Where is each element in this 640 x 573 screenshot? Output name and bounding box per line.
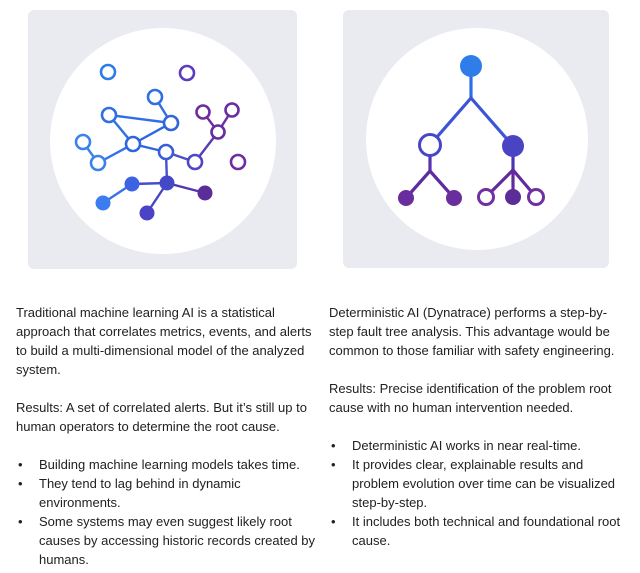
deterministic-ai-description: Deterministic AI (Dynatrace) performs a … <box>329 305 615 358</box>
bullet-item: Deterministic AI works in near real-time… <box>329 436 627 455</box>
deterministic-ai-text-column: Deterministic AI (Dynatrace) performs a … <box>329 303 627 550</box>
fault-tree-icon <box>366 28 588 250</box>
network-graph-icon <box>50 28 276 254</box>
deterministic-ai-results: Results: Precise identification of the p… <box>329 381 612 415</box>
bullet-item: It provides clear, explainable results a… <box>329 455 627 512</box>
bullet-item: It includes both technical and foundatio… <box>329 512 627 550</box>
ml-ai-text-column: Traditional machine learning AI is a sta… <box>16 303 320 569</box>
ml-ai-panel <box>28 10 297 269</box>
ml-ai-results: Results: A set of correlated alerts. But… <box>16 400 307 434</box>
bullet-item: They tend to lag behind in dynamic envir… <box>16 474 320 512</box>
ml-ai-bullet-list: Building machine learning models takes t… <box>16 455 320 569</box>
ml-ai-description: Traditional machine learning AI is a sta… <box>16 305 312 377</box>
bullet-item: Some systems may even suggest likely roo… <box>16 512 320 569</box>
deterministic-ai-panel <box>343 10 609 268</box>
deterministic-ai-bullet-list: Deterministic AI works in near real-time… <box>329 436 627 550</box>
bullet-item: Building machine learning models takes t… <box>16 455 320 474</box>
